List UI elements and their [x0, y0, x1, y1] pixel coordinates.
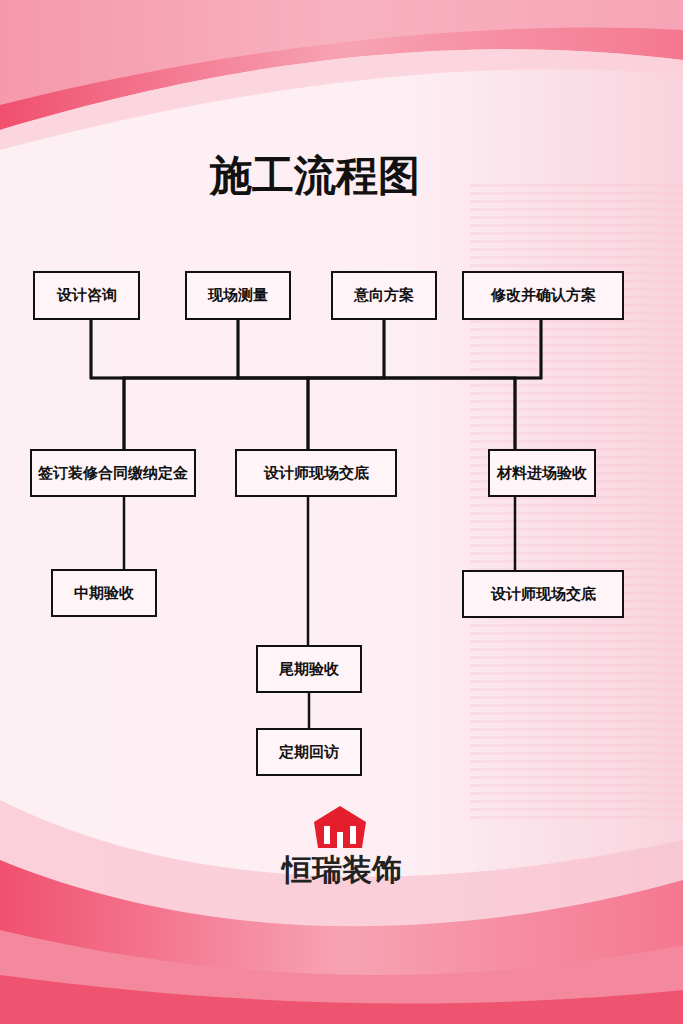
- flow-line: [308, 693, 311, 728]
- box-label: 修改并确认方案: [491, 286, 596, 305]
- logo-icon: [314, 806, 366, 848]
- box-label: 尾期验收: [279, 660, 339, 679]
- flow-line: [384, 320, 515, 449]
- flow-line: [123, 497, 126, 569]
- flow-line: [308, 320, 384, 449]
- flow-line: [515, 320, 541, 449]
- process-box: 现场测量: [185, 271, 291, 320]
- flow-line: [91, 320, 124, 449]
- box-label: 签订装修合同缴纳定金: [38, 464, 188, 483]
- flow-line: [307, 497, 310, 645]
- process-box: 设计咨询: [33, 271, 140, 320]
- box-label: 设计师现场交底: [264, 464, 369, 483]
- flow-line: [238, 320, 308, 449]
- process-box: 尾期验收: [256, 645, 362, 693]
- flow-line: [124, 320, 541, 449]
- flow-line: [514, 497, 517, 570]
- process-box: 中期验收: [51, 569, 157, 617]
- process-box: 设计师现场交底: [235, 449, 397, 497]
- flow-line: [124, 320, 238, 449]
- box-label: 定期回访: [279, 743, 339, 762]
- flow-line: [308, 320, 541, 449]
- process-box: 设计师现场交底: [462, 570, 624, 618]
- page-title: 施工流程图: [0, 148, 630, 204]
- box-label: 现场测量: [208, 286, 268, 305]
- flow-line: [124, 320, 384, 449]
- process-box: 定期回访: [256, 728, 362, 776]
- flow-line: [91, 320, 515, 449]
- process-box: 意向方案: [331, 271, 437, 320]
- brand-name: 恒瑞装饰: [0, 850, 683, 891]
- process-box: 签订装修合同缴纳定金: [30, 449, 196, 497]
- box-label: 设计师现场交底: [491, 585, 596, 604]
- process-box: 修改并确认方案: [462, 271, 624, 320]
- process-box: 材料进场验收: [488, 449, 596, 497]
- box-label: 中期验收: [74, 584, 134, 603]
- flow-line: [238, 320, 515, 449]
- box-label: 设计咨询: [57, 286, 117, 305]
- box-label: 材料进场验收: [497, 464, 587, 483]
- box-label: 意向方案: [354, 286, 414, 305]
